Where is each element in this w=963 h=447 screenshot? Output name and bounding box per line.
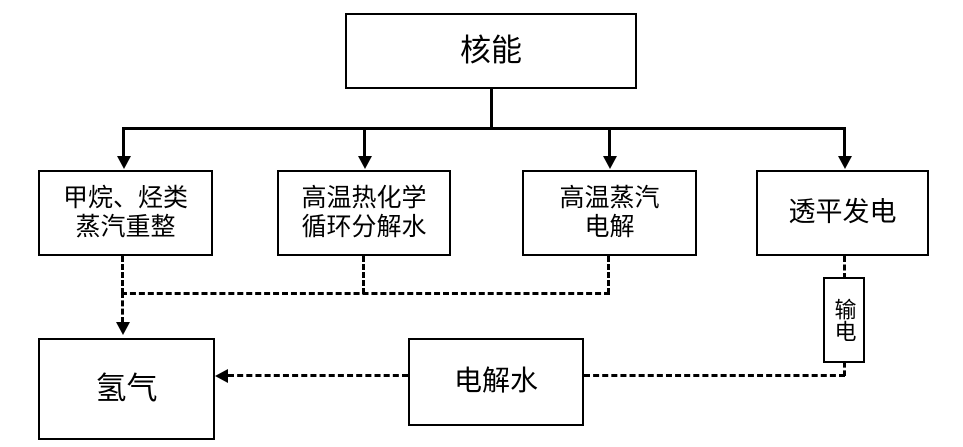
connector-root-to-process-2: [363, 127, 366, 157]
arrowhead-process-1: [117, 156, 131, 169]
node-label: 输电: [831, 298, 857, 342]
arrowhead-hydrogen-from-electrolysis: [215, 369, 228, 383]
connector-turbine-to-transmission: [843, 256, 846, 279]
node-high-temp-steam-electrolysis[interactable]: 高温蒸汽 电解: [522, 170, 697, 256]
connector-process-1-down: [121, 256, 124, 294]
connector-transmission-down: [843, 362, 846, 376]
arrowhead-process-2: [358, 156, 372, 169]
node-label: 核能: [460, 32, 522, 68]
connector-distribution-bus: [122, 127, 845, 130]
connector-root-to-process-1: [122, 127, 125, 157]
node-label: 电解水: [453, 366, 538, 398]
node-label: 甲烷、烃类 蒸汽重整: [62, 184, 188, 242]
node-label: 氢气: [95, 370, 158, 406]
connector-root-to-process-4: [843, 127, 846, 157]
connector-process-2-down: [362, 256, 365, 294]
node-nuclear-energy[interactable]: 核能: [345, 13, 637, 89]
node-water-electrolysis[interactable]: 电解水: [408, 338, 584, 426]
arrowhead-process-4: [838, 156, 852, 169]
node-label: 高温蒸汽 电解: [559, 184, 660, 242]
arrowhead-process-3: [603, 156, 617, 169]
connector-electrolysis-to-hydrogen: [228, 374, 408, 377]
node-label: 高温热化学 循环分解水: [301, 184, 427, 242]
node-power-transmission[interactable]: 输电: [823, 277, 865, 363]
arrowhead-hydrogen: [116, 322, 130, 335]
node-hydrogen[interactable]: 氢气: [38, 338, 215, 440]
connector-root-to-process-3: [608, 127, 611, 157]
node-turbine-power-generation[interactable]: 透平发电: [756, 170, 929, 256]
connector-hydrogen-collection-bus: [121, 292, 610, 295]
connector-root-stem: [490, 88, 493, 129]
node-label: 透平发电: [788, 197, 897, 228]
connector-bus-to-hydrogen: [121, 292, 124, 323]
node-high-temp-thermochemical-cycle-water-splitting[interactable]: 高温热化学 循环分解水: [277, 170, 451, 256]
node-methane-hydrocarbon-steam-reforming[interactable]: 甲烷、烃类 蒸汽重整: [38, 170, 213, 256]
connector-transmission-to-electrolysis: [584, 374, 845, 377]
connector-process-3-down: [607, 256, 610, 294]
